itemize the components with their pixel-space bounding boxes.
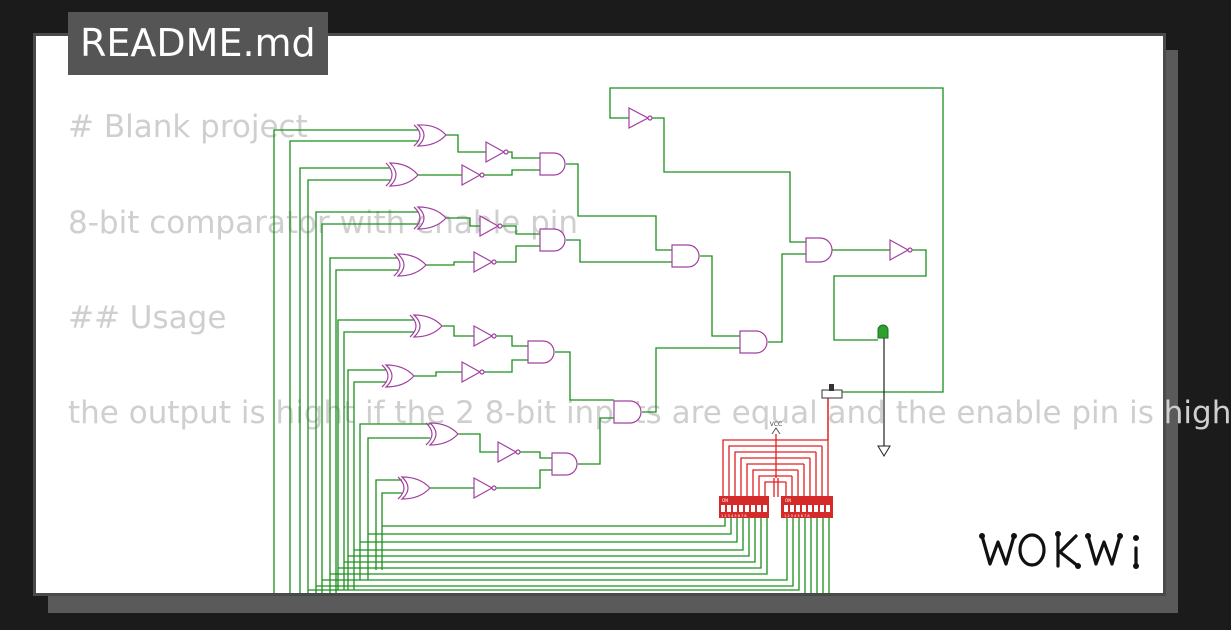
dip-switch-b[interactable]: ON 1 2 3 4 5 6 7 8 <box>781 496 833 518</box>
and-gates <box>527 152 833 476</box>
xor-gates <box>381 124 459 500</box>
vcc-node: VCC <box>770 421 782 435</box>
project-card <box>33 33 1166 596</box>
dip-a-pin-labels: 1 2 3 4 5 6 7 8 <box>721 514 747 518</box>
dip-b-pin-labels: 1 2 3 4 5 6 7 8 <box>784 514 810 518</box>
input-wires <box>273 87 944 593</box>
dip-b-on-label: ON <box>785 498 791 503</box>
output-led <box>877 324 891 457</box>
circuit-diagram: VCC ON 1 2 3 4 5 6 7 8 ON 1 2 3 4 5 <box>273 87 944 593</box>
vcc-label: VCC <box>770 421 782 428</box>
dip-a-on-label: ON <box>722 498 728 503</box>
enable-switch[interactable] <box>821 384 843 440</box>
wokwi-logo <box>979 531 1139 569</box>
not-gates <box>461 107 913 500</box>
dip-switch-a[interactable]: ON 1 2 3 4 5 6 7 8 <box>719 496 769 518</box>
vcc-wires <box>722 434 829 497</box>
readme-file-tab[interactable]: README.md <box>68 12 328 75</box>
